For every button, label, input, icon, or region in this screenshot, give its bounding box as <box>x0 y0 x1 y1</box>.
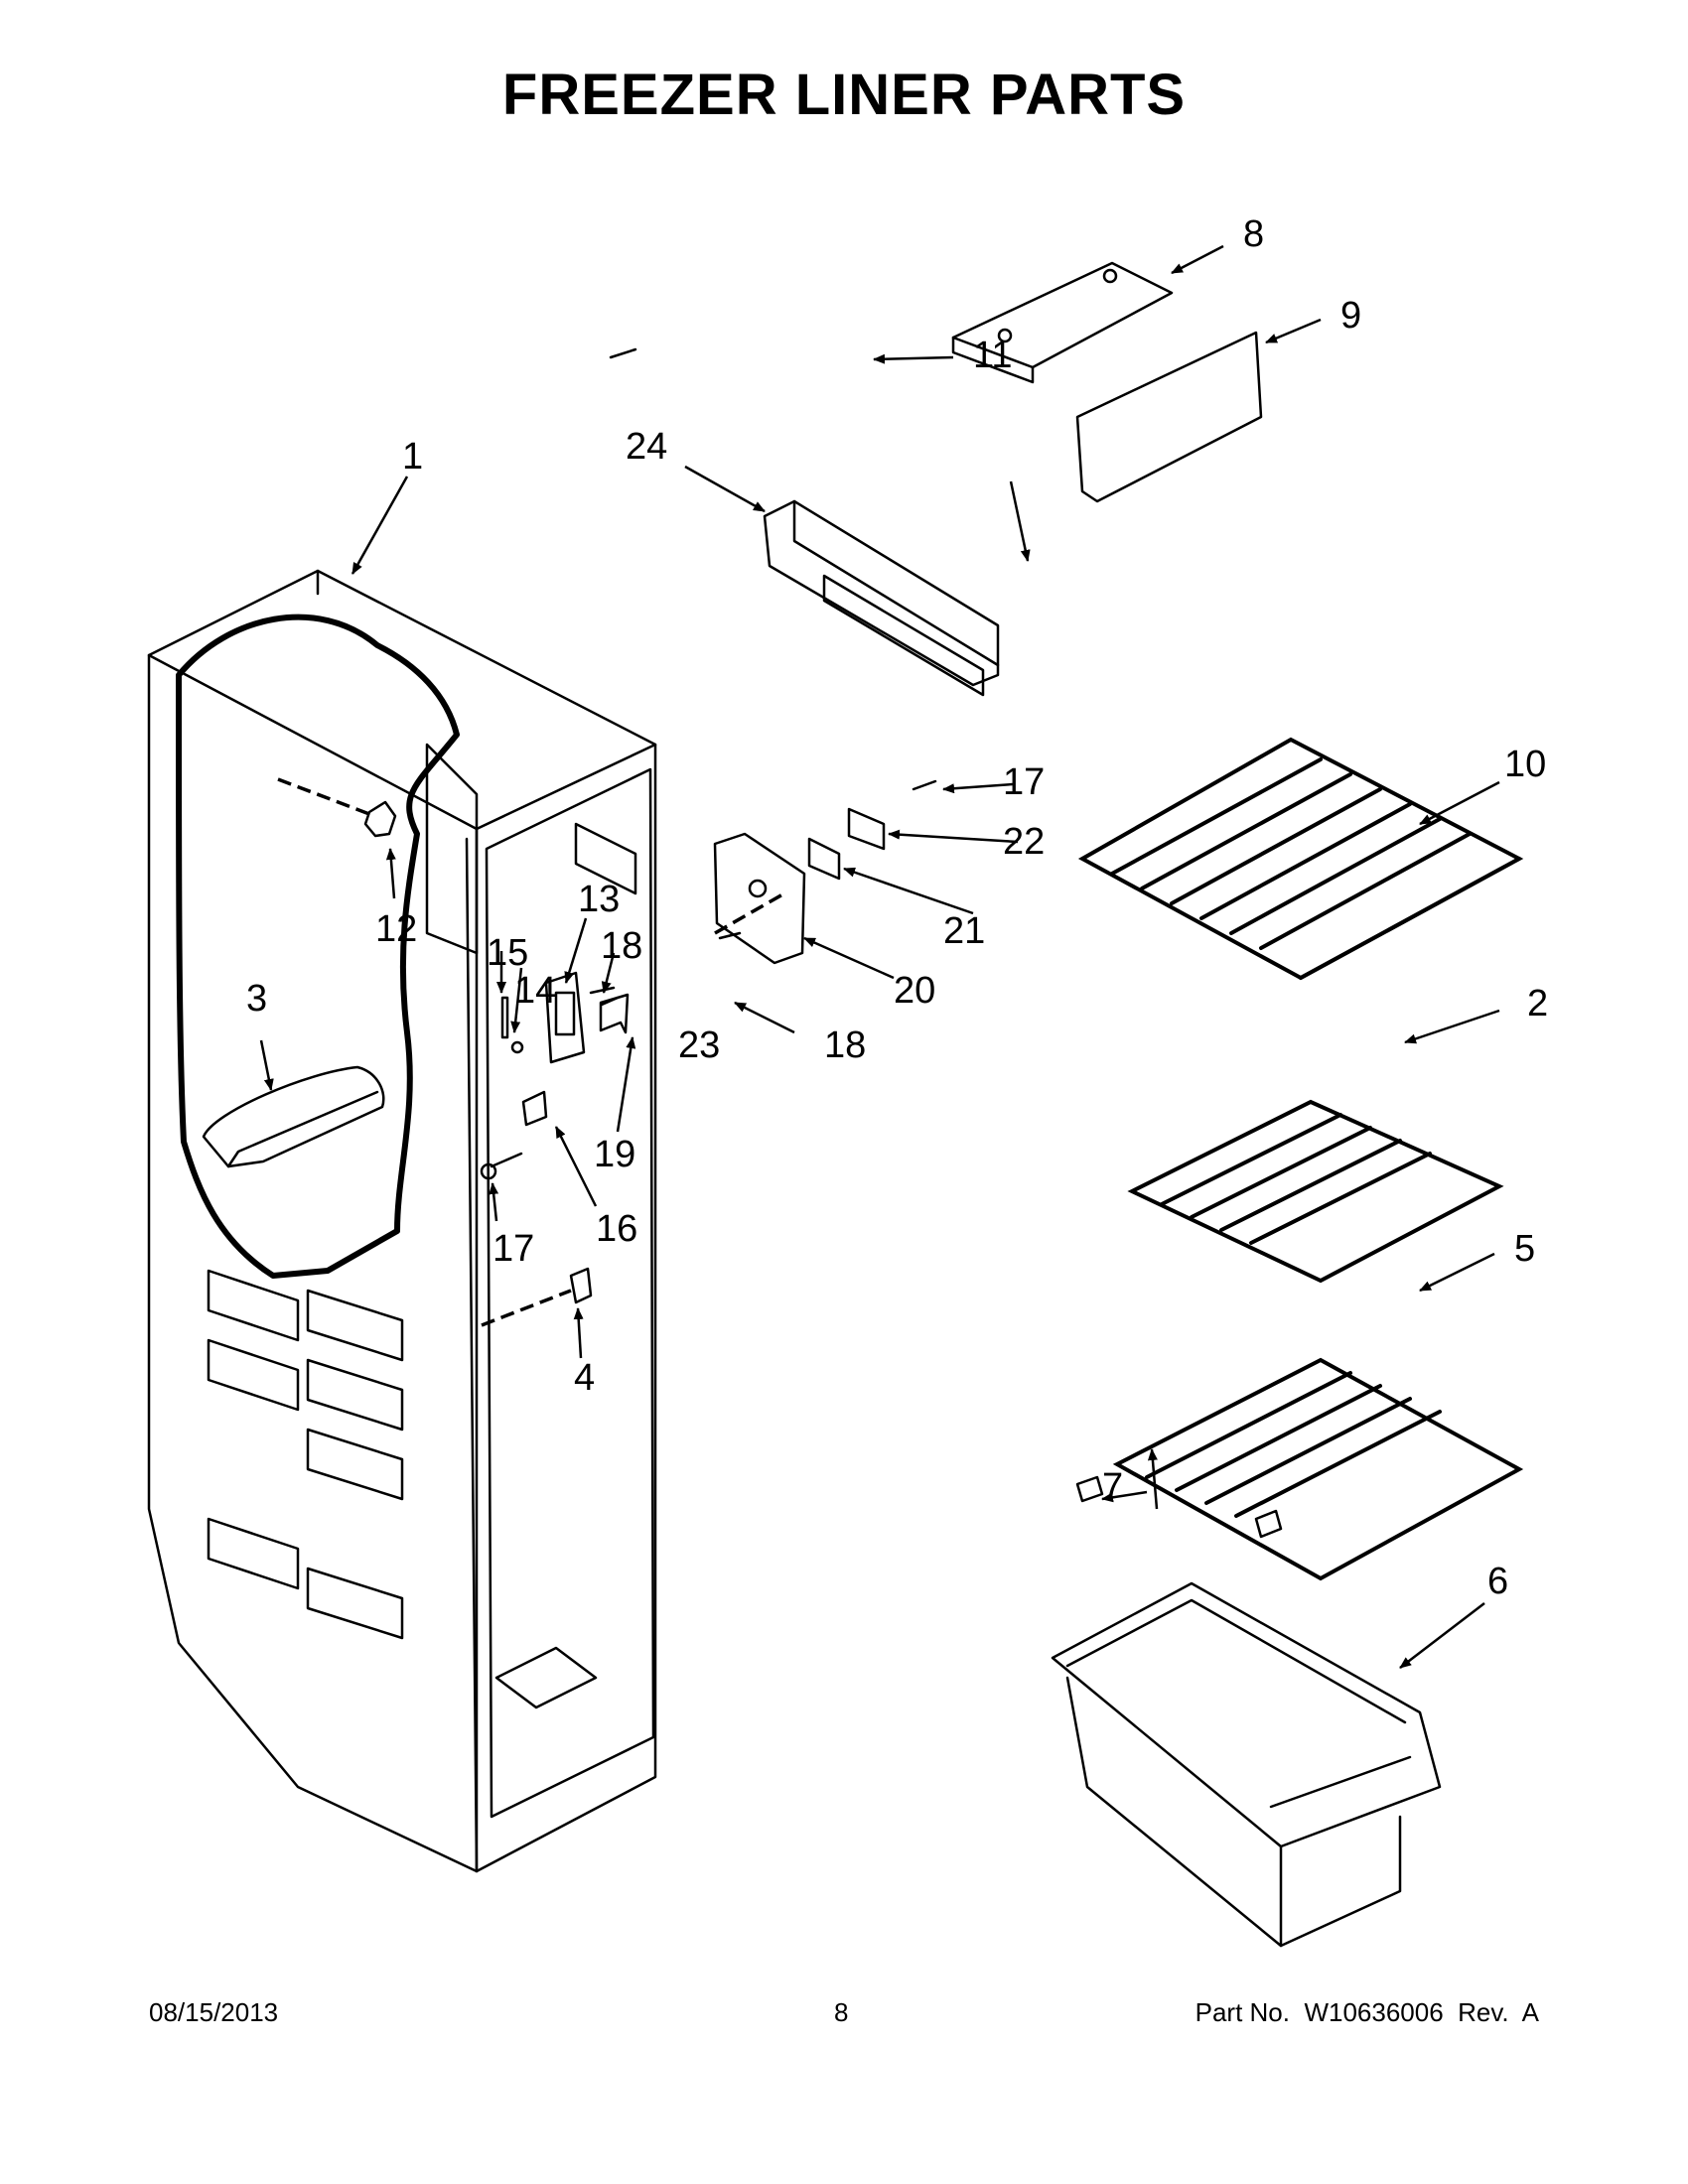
part-4-bracket <box>481 1267 593 1327</box>
mount-bracket-20 <box>713 832 806 965</box>
callout-23: 23 <box>678 1024 720 1066</box>
footer-part-number: Part No. W10636006 Rev. A <box>1195 1997 1539 2027</box>
callout-8: 8 <box>1243 213 1264 255</box>
shelf-10 <box>1077 737 1524 981</box>
callout-14: 14 <box>514 970 556 1012</box>
callout-17-upper: 17 <box>1003 761 1045 803</box>
callout-15: 15 <box>487 932 528 974</box>
hinge-bracket-8 <box>951 261 1174 384</box>
callout-1: 1 <box>402 436 423 478</box>
callout-12: 12 <box>375 908 417 950</box>
leader-lines <box>259 244 1500 1669</box>
panel-9 <box>1075 331 1263 503</box>
clip-12 <box>277 777 397 838</box>
callout-11: 11 <box>973 335 1012 376</box>
callout-18-lower: 18 <box>824 1024 866 1066</box>
screw-18-lower <box>718 931 742 940</box>
callout-21: 21 <box>943 910 985 952</box>
callout-17-lower: 17 <box>492 1228 534 1270</box>
page-title: FREEZER LINER PARTS <box>501 63 1187 127</box>
callout-22: 22 <box>1003 821 1045 863</box>
footer-page-number: 8 <box>834 1997 849 2027</box>
callout-16: 16 <box>596 1208 637 1250</box>
footer-date: 08/15/2013 <box>149 1997 279 2027</box>
callout-3: 3 <box>246 978 267 1020</box>
callout-7: 7 <box>1102 1466 1123 1508</box>
shelf-5 <box>1112 1357 1524 1581</box>
callout-24: 24 <box>626 426 667 468</box>
shelf-2 <box>1127 1099 1504 1284</box>
freezer-liner <box>147 569 657 1873</box>
switch-22 <box>847 807 886 851</box>
callout-18-upper: 18 <box>601 925 642 967</box>
freezer-bin-6 <box>1051 1581 1442 1948</box>
callout-5: 5 <box>1514 1228 1535 1270</box>
callout-labels: 1 2 3 4 5 6 7 8 9 10 11 12 13 14 15 16 1… <box>246 213 1548 1602</box>
housing-24 <box>609 347 1000 697</box>
callout-2: 2 <box>1527 983 1548 1024</box>
callout-6: 6 <box>1487 1561 1508 1602</box>
callout-4: 4 <box>574 1357 595 1399</box>
callout-19: 19 <box>594 1134 635 1175</box>
light-cover <box>202 1065 385 1168</box>
callout-13: 13 <box>578 879 620 920</box>
callout-9: 9 <box>1340 295 1361 337</box>
callout-20: 20 <box>894 970 935 1012</box>
callout-10: 10 <box>1504 744 1546 785</box>
clip-21 <box>807 837 841 881</box>
screw-path <box>714 891 785 935</box>
screw-17-upper <box>912 779 937 791</box>
